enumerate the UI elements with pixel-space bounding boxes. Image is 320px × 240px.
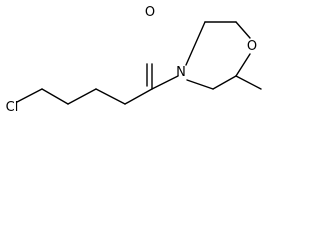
ring-nitrogen-label: N [176,65,186,80]
bond-c2-methyl [235,75,262,90]
bonds [16,21,262,105]
carbonyl-oxygen-label: O [145,5,155,20]
atom-labels: Cl O N O [6,5,257,115]
bond-ring-lower-n [186,79,214,90]
bond-ring-o-c2 [235,53,251,77]
bond-c2-c3 [67,88,97,105]
bond-carbonyl-n [151,75,179,90]
bond-ring-top-o [235,21,251,39]
bond-c3-c4 [95,88,126,105]
bond-c4-carbonyl [124,88,153,105]
ring-oxygen-label: O [247,39,257,54]
bond-c1-c2 [41,88,69,105]
chlorine-label: Cl [6,100,19,115]
chemical-structure: Cl O N O [6,5,262,115]
bond-ring-c2-lower [212,75,237,90]
bond-n-ring-upper [185,21,206,66]
bond-cl-c1 [16,88,43,103]
